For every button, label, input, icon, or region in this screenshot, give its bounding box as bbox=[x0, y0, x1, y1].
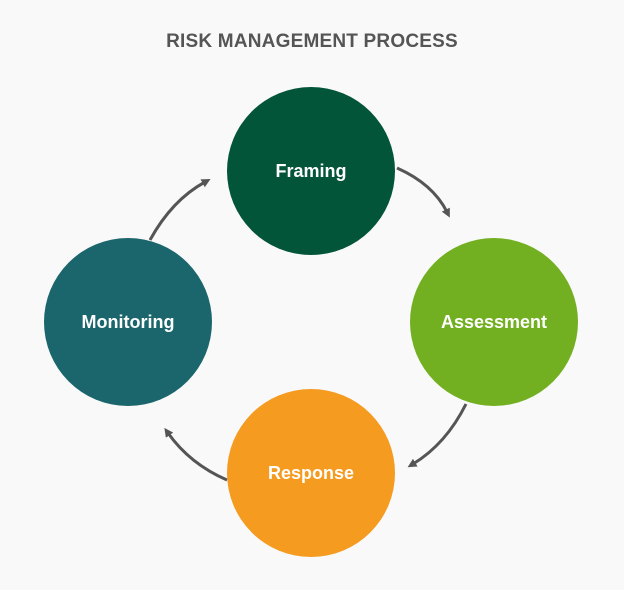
node-monitoring: Monitoring bbox=[44, 238, 212, 406]
arrow-assessment-to-response bbox=[407, 403, 468, 468]
node-response-label: Response bbox=[267, 462, 355, 483]
arrow-response-to-monitoring bbox=[164, 427, 228, 482]
node-assessment-label: Assessment bbox=[440, 311, 548, 332]
node-response: Response bbox=[227, 389, 395, 557]
diagram-title: RISK MANAGEMENT PROCESS bbox=[166, 31, 458, 52]
arrow-framing-to-assessment bbox=[396, 166, 450, 218]
node-monitoring-label: Monitoring bbox=[81, 311, 175, 332]
node-framing: Framing bbox=[227, 87, 395, 255]
arrow-monitoring-to-framing bbox=[148, 178, 211, 241]
node-framing-label: Framing bbox=[275, 160, 347, 181]
node-assessment: Assessment bbox=[410, 238, 578, 406]
